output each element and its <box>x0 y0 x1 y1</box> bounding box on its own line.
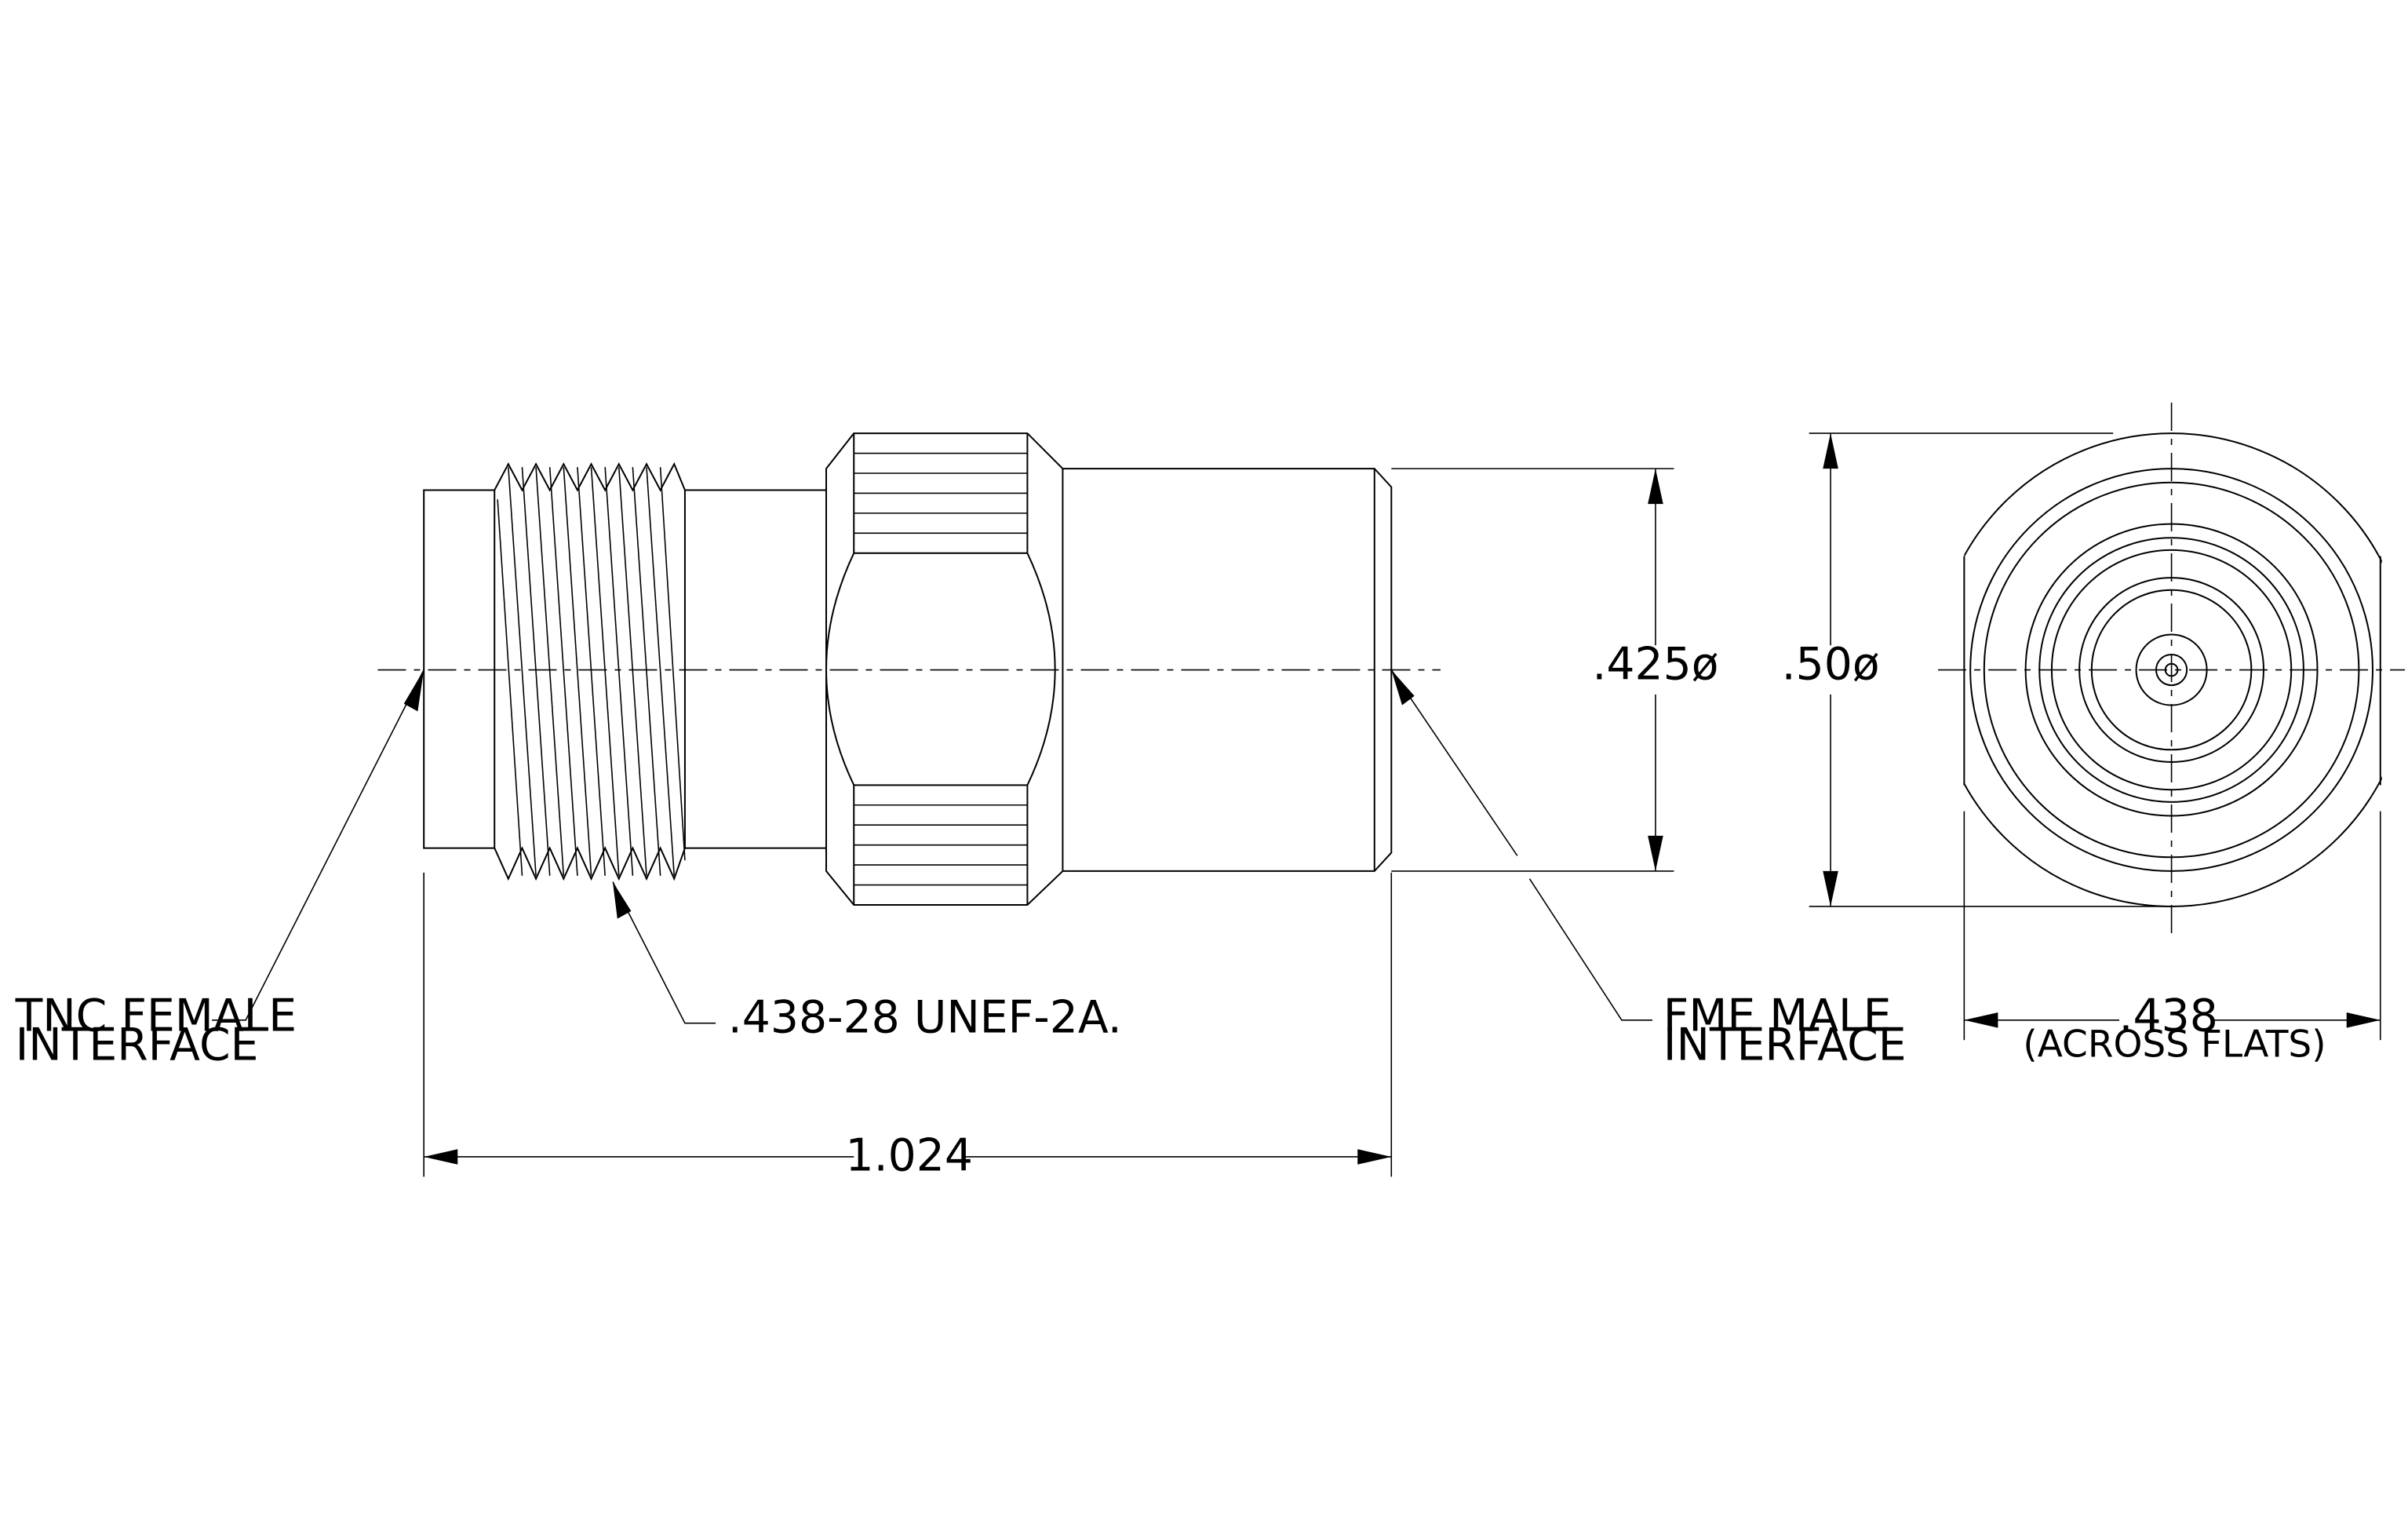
side-view: 1.024 .425ø TNC FEMALE INTERFACE .438-28… <box>15 433 1907 1182</box>
dim-across-flats: .438 (ACROSS FLATS) <box>1964 990 2380 1067</box>
dim-end-diameter: .50ø <box>1782 433 1880 906</box>
dim-length-label: 1.024 <box>845 1130 972 1182</box>
dim-across-flats-note: (ACROSS FLATS) <box>2023 1023 2326 1067</box>
leader-tnc: TNC FEMALE INTERFACE <box>15 670 424 1071</box>
label-thread: .438-28 UNEF-2A. <box>728 991 1122 1043</box>
dim-body-diameter: .425ø <box>1592 469 1718 871</box>
end-view-centerlines <box>1938 403 2405 940</box>
leader-fme: FME MALE INTERFACE <box>1391 670 1907 1071</box>
hex-coupling <box>826 433 1062 905</box>
label-tnc-line2: INTERFACE <box>16 1019 259 1071</box>
label-fme-line2: INTERFACE <box>1663 1019 1907 1071</box>
thread-section <box>494 464 685 878</box>
dim-body-diameter-label: .425ø <box>1592 638 1718 690</box>
tnc-sleeve <box>424 491 494 848</box>
dim-length: 1.024 <box>424 1130 1391 1182</box>
dim-across-flats-label: .438 <box>2118 990 2217 1041</box>
label-fme-line1: FME MALE <box>1663 990 1892 1041</box>
dim-end-diameter-label: .50ø <box>1782 638 1880 690</box>
neck <box>685 491 826 848</box>
label-tnc-line1: TNC FEMALE <box>15 990 297 1041</box>
end-view: .50ø .438 (ACROSS FLATS) <box>1782 403 2408 1067</box>
leader-thread: .438-28 UNEF-2A. <box>613 882 1122 1043</box>
